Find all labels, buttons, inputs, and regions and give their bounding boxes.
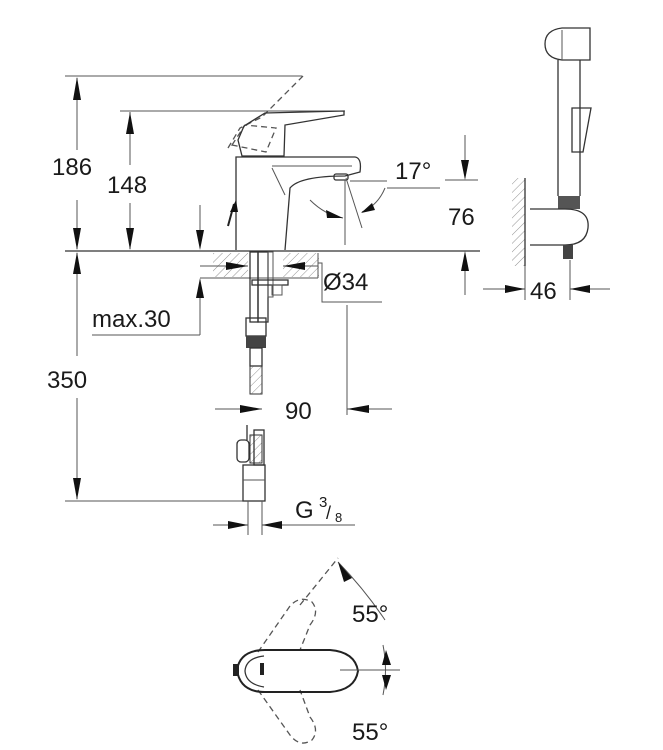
dimension-max-30: max.30	[92, 278, 204, 336]
dimension-90: 90	[215, 305, 392, 425]
arrow-down-icon	[73, 478, 81, 500]
arrow-up-icon	[73, 77, 81, 100]
spout-body	[235, 156, 362, 251]
shank-and-hose	[236, 251, 289, 535]
lever-rotated-left	[257, 598, 317, 653]
dim-label-17deg: 17°	[395, 158, 431, 185]
mixer-body	[196, 75, 362, 251]
dim-label-max-30: max.30	[92, 306, 171, 333]
arrow-up-icon	[461, 251, 469, 271]
aerator	[333, 173, 349, 181]
dim-label-46: 46	[530, 278, 557, 305]
dim-label-diameter-34: Ø34	[323, 269, 368, 296]
dim-label-thread-num: 3	[319, 494, 327, 511]
dim-label-76: 76	[448, 204, 475, 231]
dim-label-90: 90	[285, 398, 312, 425]
lever-raised-outline	[227, 75, 304, 149]
nut	[245, 317, 267, 337]
dim-label-186: 186	[52, 154, 92, 181]
dim-label-350: 350	[47, 367, 87, 394]
lever-top	[235, 649, 360, 693]
side-view-hand-shower-holder: 46	[483, 27, 610, 305]
hose-connector	[563, 245, 573, 259]
arrow-up-icon	[196, 278, 204, 298]
valve-tag	[236, 439, 250, 463]
lever	[237, 110, 345, 157]
dim-label-thread-g: G	[295, 497, 314, 524]
side-view-mixer: 186 148 350	[47, 75, 480, 535]
connector	[242, 464, 266, 502]
dimension-186: 186	[52, 77, 92, 250]
arrow-down-icon	[461, 160, 469, 180]
counter-section: Ø34	[200, 253, 382, 303]
hand-shower-head	[544, 27, 591, 61]
arrow-down-icon	[73, 228, 81, 250]
top-view-lever-rotation: 55° 55°	[233, 557, 400, 746]
dimension-350: 350	[47, 252, 87, 500]
trigger	[571, 107, 592, 153]
fraction-slash: /	[326, 503, 331, 523]
dimension-17-deg: 17°	[309, 158, 440, 245]
arrow-down-icon	[126, 228, 134, 250]
arrow-down-icon	[196, 230, 204, 250]
dim-label-55deg-upper: 55°	[352, 601, 388, 628]
arrow-up-icon	[126, 112, 134, 134]
dimension-76: 76	[445, 135, 478, 295]
dimension-148: 148	[107, 112, 147, 250]
wall-holder	[530, 208, 589, 246]
dimension-thread-g38: G 3 / 8	[213, 494, 355, 529]
dim-label-148: 148	[107, 172, 147, 199]
arrow-up-icon	[73, 252, 81, 274]
dim-label-thread-den: 8	[335, 510, 342, 525]
lever-rotated-right	[257, 689, 317, 744]
dim-label-55deg-lower: 55°	[352, 719, 388, 746]
